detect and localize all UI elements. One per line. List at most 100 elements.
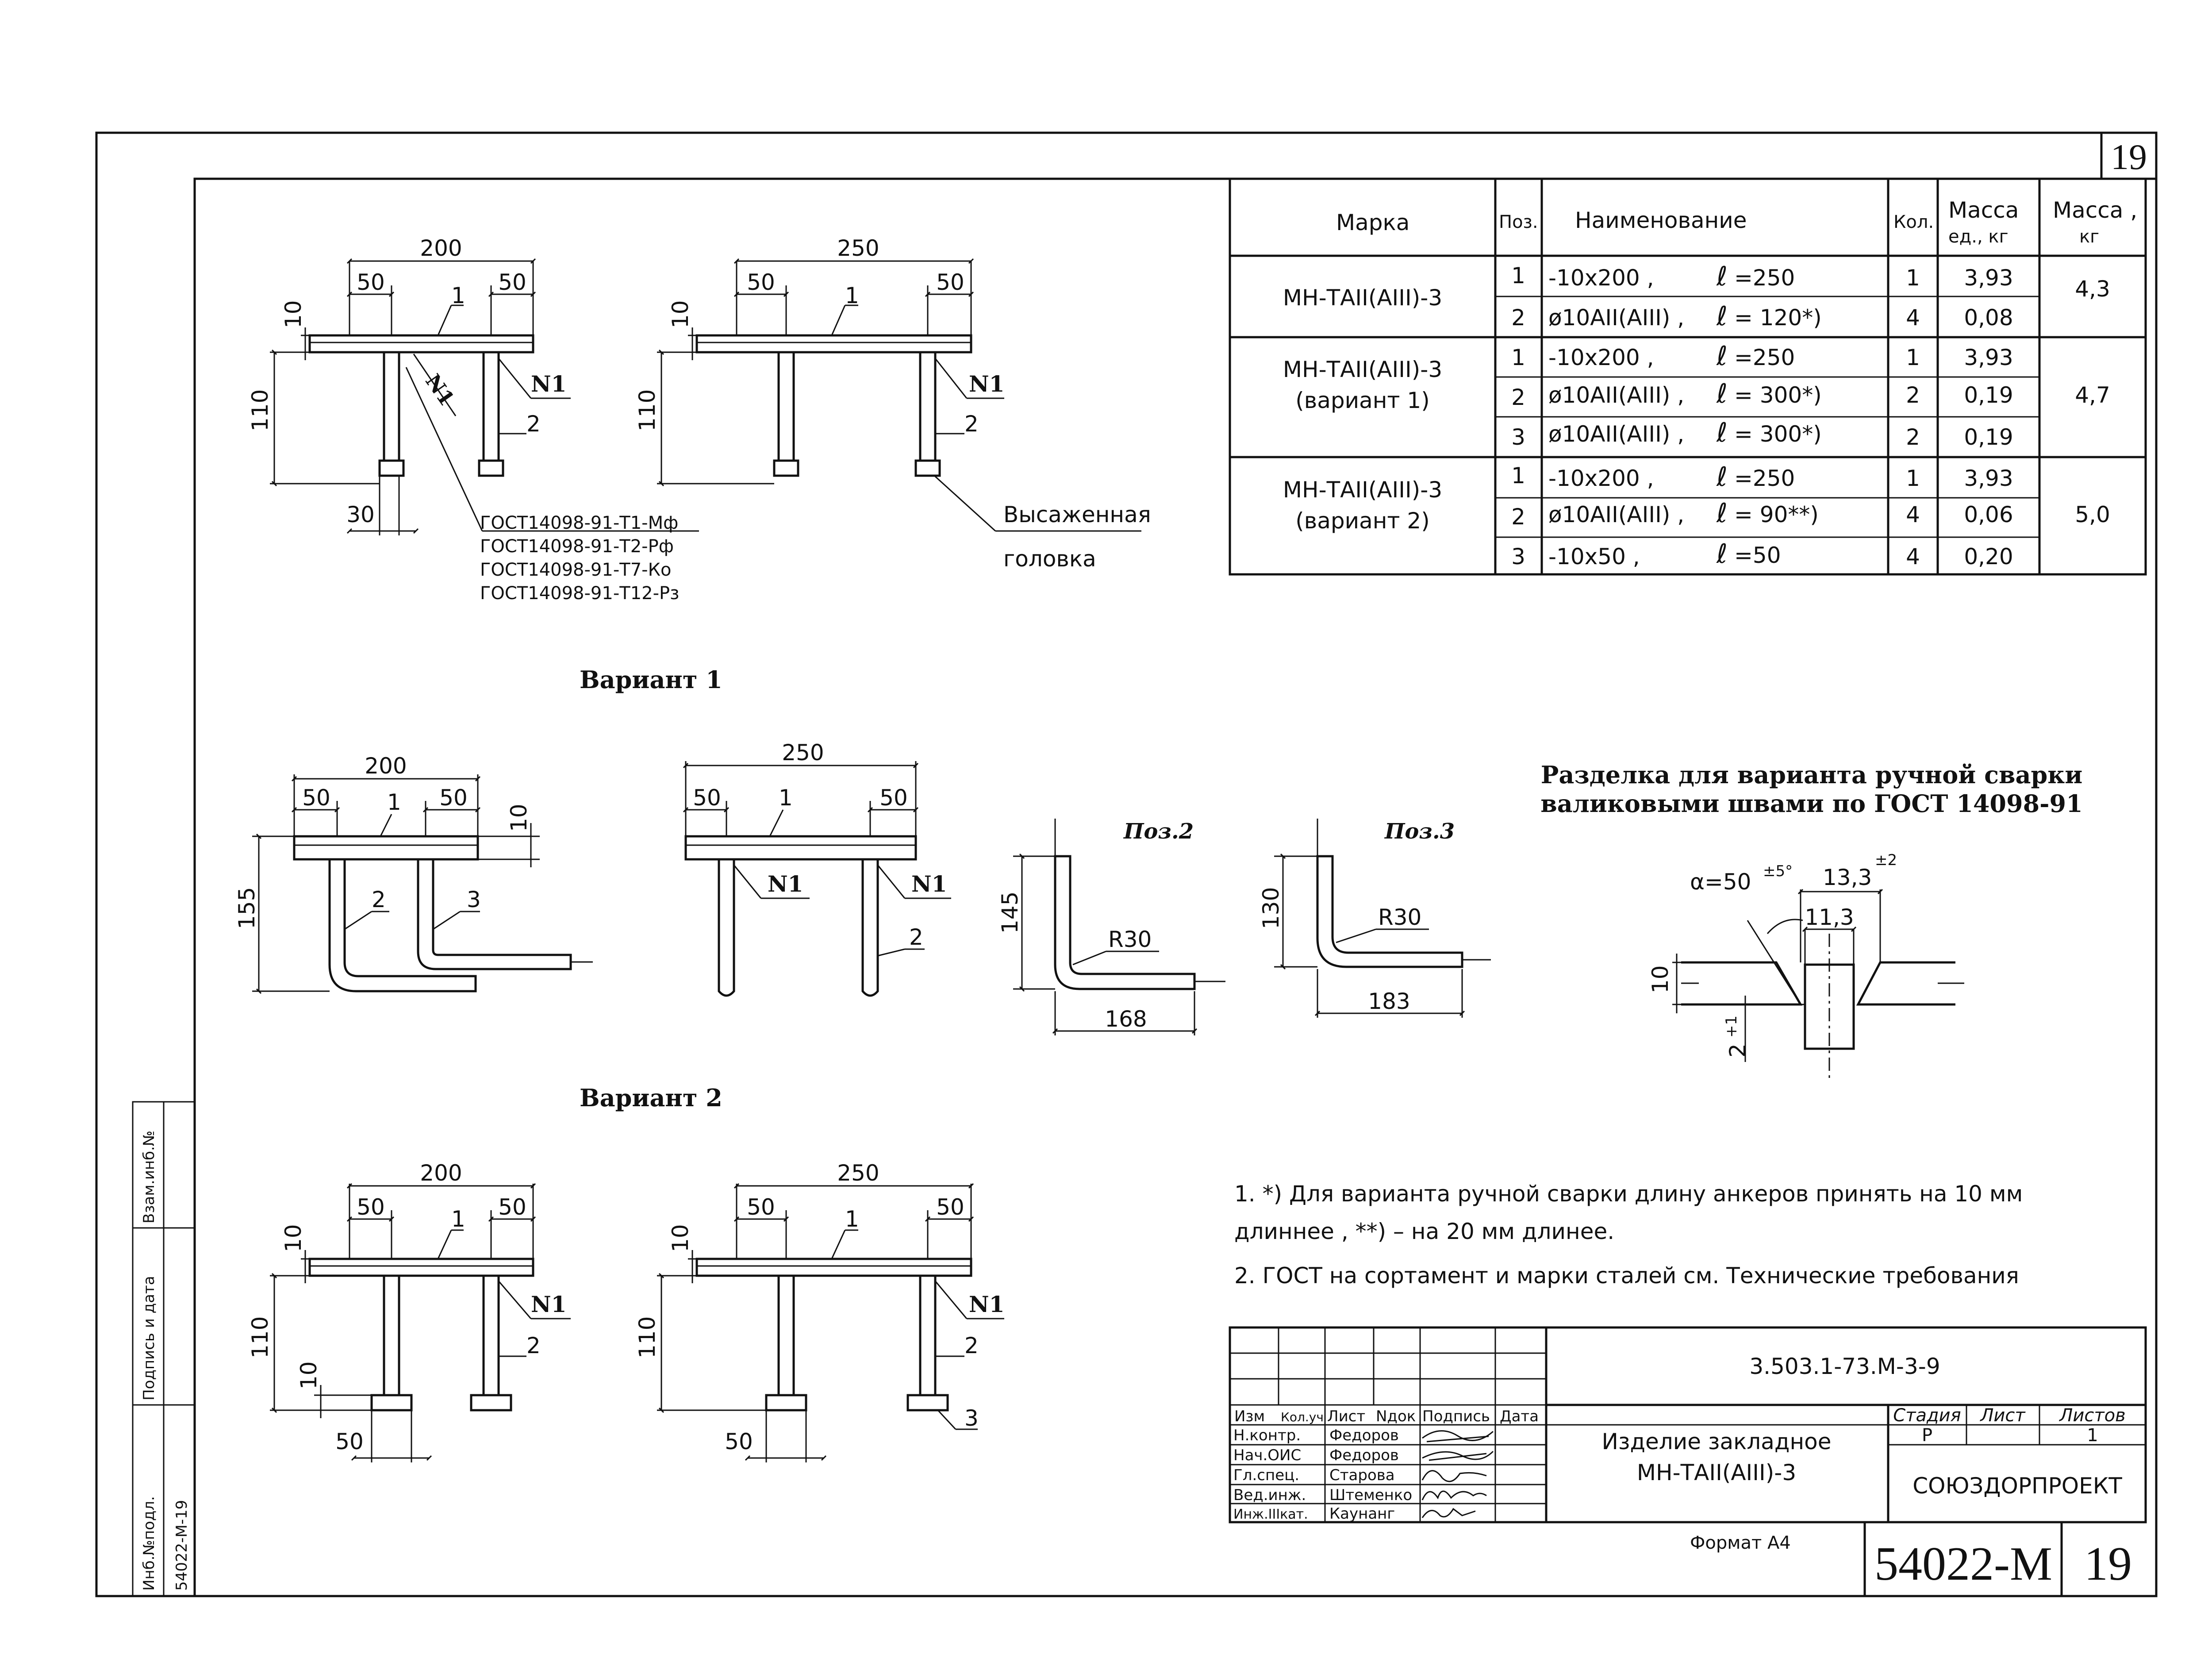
svg-text:0,20: 0,20 bbox=[1964, 544, 2013, 569]
group-mark: МН-ТАII(AIII)-3 bbox=[1283, 285, 1442, 311]
svg-text:N1: N1 bbox=[911, 871, 947, 897]
change-header: Кол.уч bbox=[1281, 1410, 1324, 1424]
sheet-code: 54022-М bbox=[1874, 1538, 2052, 1590]
svg-text:N1: N1 bbox=[969, 371, 1005, 397]
svg-text:=250: =250 bbox=[1734, 265, 1795, 291]
svg-text:±2: ±2 bbox=[1875, 851, 1897, 869]
svg-text:±5°: ±5° bbox=[1763, 862, 1793, 880]
svg-text:ø10AII(AIII) ,: ø10AII(AIII) , bbox=[1548, 502, 1684, 527]
gost-line: ГОСТ14098-91-Т12-Рз bbox=[480, 583, 679, 604]
svg-text:0,19: 0,19 bbox=[1964, 424, 2013, 450]
svg-text:145: 145 bbox=[997, 892, 1023, 934]
svg-text:3,93: 3,93 bbox=[1964, 466, 2013, 491]
svg-text:Вед.инж.: Вед.инж. bbox=[1233, 1486, 1306, 1504]
drawing-pos2: Поз.2 145 168 R30 bbox=[997, 819, 1225, 1035]
svg-text:2: 2 bbox=[909, 924, 923, 950]
person-row: Инж.IIIкат. Каунанг bbox=[1233, 1505, 1395, 1523]
item-code: МН-ТАII(AIII)-3 bbox=[1637, 1460, 1796, 1485]
svg-text:N1: N1 bbox=[421, 369, 459, 410]
gost-line: ГОСТ14098-91-Т1-Мф bbox=[480, 513, 678, 533]
table-row: 1 -10x200 , ℓ =250 1 3,93 bbox=[1511, 261, 2013, 292]
svg-text:1: 1 bbox=[779, 785, 793, 811]
svg-text:10: 10 bbox=[296, 1361, 322, 1389]
svg-text:200: 200 bbox=[365, 753, 407, 779]
svg-text:110: 110 bbox=[247, 389, 273, 431]
header-total-mass-2: кг bbox=[2079, 227, 2099, 247]
svg-text:50: 50 bbox=[498, 1194, 526, 1220]
svg-text:ℓ: ℓ bbox=[1716, 261, 1728, 292]
svg-text:2: 2 bbox=[964, 1333, 979, 1358]
svg-text:ℓ: ℓ bbox=[1716, 462, 1728, 492]
person-row: Вед.инж. Штеменко bbox=[1233, 1486, 1412, 1504]
svg-text:4: 4 bbox=[1906, 502, 1920, 527]
svg-text:N1: N1 bbox=[531, 371, 567, 397]
table-row: 2 ø10AII(AIII) , ℓ = 300*) 2 0,19 bbox=[1511, 378, 2013, 410]
pos2-heading: Поз.2 bbox=[1123, 819, 1194, 844]
svg-text:2: 2 bbox=[1511, 504, 1525, 530]
svg-text:50: 50 bbox=[498, 269, 526, 295]
svg-text:2: 2 bbox=[1906, 424, 1920, 450]
header-qty: Кол. bbox=[1893, 212, 1934, 232]
notes: 1. *) Для варианта ручной сварки длину а… bbox=[1234, 1181, 2023, 1289]
spec-table: Марка Поз. Наименование Кол. Масса ед., … bbox=[1229, 177, 2147, 576]
table-row: 2 ø10AII(AIII) , ℓ = 90**) 4 0,06 bbox=[1511, 498, 2013, 530]
bevel-title: Разделка для варианта ручной сварки bbox=[1541, 761, 2083, 789]
svg-text:ℓ: ℓ bbox=[1716, 378, 1728, 409]
table-row: 1 -10x200 , ℓ =250 1 3,93 bbox=[1511, 341, 2013, 372]
change-header: Подпись bbox=[1422, 1408, 1490, 1425]
note-line: длиннее , **) – на 20 мм длинее. bbox=[1234, 1219, 1614, 1244]
svg-text:R30: R30 bbox=[1378, 904, 1421, 930]
upset-head-label: головка bbox=[1003, 546, 1096, 572]
sheet-number-bottom: 19 bbox=[2084, 1538, 2132, 1590]
svg-text:1: 1 bbox=[387, 789, 401, 815]
svg-text:200: 200 bbox=[420, 235, 462, 261]
svg-text:50: 50 bbox=[357, 1194, 385, 1220]
svg-text:=50: =50 bbox=[1734, 542, 1781, 568]
svg-text:13,3: 13,3 bbox=[1823, 865, 1872, 890]
svg-text:0,08: 0,08 bbox=[1964, 305, 2013, 331]
side-stamp: Инб.№подл. Подпись и дата Взам.инб.№ 540… bbox=[132, 1101, 196, 1597]
svg-text:50: 50 bbox=[936, 269, 964, 295]
svg-text:2: 2 bbox=[1511, 305, 1525, 331]
gost-line: ГОСТ14098-91-Т2-Рф bbox=[480, 536, 674, 557]
note-line: 2. ГОСТ на сортамент и марки сталей см. … bbox=[1234, 1263, 2019, 1289]
svg-text:-10x200 ,: -10x200 , bbox=[1548, 265, 1654, 291]
svg-text:1: 1 bbox=[1511, 463, 1525, 489]
upset-head-label: Высаженная bbox=[1003, 502, 1151, 527]
svg-text:=250: =250 bbox=[1734, 466, 1795, 491]
svg-text:50: 50 bbox=[747, 269, 775, 295]
pos3-heading: Поз.3 bbox=[1384, 819, 1455, 844]
table-row: 1 -10x200 , ℓ =250 1 3,93 bbox=[1511, 462, 2013, 492]
organization: СОЮЗДОРПРОЕКТ bbox=[1912, 1473, 2122, 1499]
svg-text:ø10AII(AIII) ,: ø10AII(AIII) , bbox=[1548, 382, 1684, 408]
drawing-base-200: 200 50 50 10 110 30 1 N1 N1 2 ГОСТ1 bbox=[247, 235, 699, 604]
svg-text:168: 168 bbox=[1105, 1006, 1147, 1032]
svg-text:-10x50 ,: -10x50 , bbox=[1548, 544, 1640, 569]
svg-text:110: 110 bbox=[634, 389, 660, 431]
change-header: Nдок bbox=[1376, 1408, 1416, 1425]
side-stamp-replace-label: Взам.инб.№ bbox=[140, 1131, 158, 1223]
svg-text:N1: N1 bbox=[969, 1291, 1005, 1317]
person-row: Нач.ОИС Федоров bbox=[1233, 1447, 1399, 1464]
format-label: Формат А4 bbox=[1690, 1533, 1791, 1553]
svg-text:N1: N1 bbox=[531, 1291, 567, 1317]
drawing-variant1-200: 200 50 50 10 155 1 2 3 bbox=[234, 753, 593, 991]
svg-text:1: 1 bbox=[1906, 345, 1920, 370]
svg-text:50: 50 bbox=[725, 1429, 753, 1454]
svg-text:4: 4 bbox=[1906, 305, 1920, 331]
drawing-variant2-200: 200 50 50 10 110 10 50 1 N1 2 bbox=[247, 1160, 571, 1462]
side-stamp-sign-label: Подпись и дата bbox=[140, 1276, 158, 1400]
person-row: Гл.спец. Старова bbox=[1233, 1466, 1395, 1484]
svg-text:-10x200 ,: -10x200 , bbox=[1548, 466, 1654, 491]
header-mark: Марка bbox=[1336, 210, 1409, 235]
svg-text:α=50: α=50 bbox=[1690, 869, 1751, 895]
svg-text:Штеменко: Штеменко bbox=[1329, 1486, 1412, 1504]
svg-text:250: 250 bbox=[782, 740, 824, 766]
svg-text:110: 110 bbox=[634, 1316, 660, 1358]
spec-group-1: МН-ТАII(AIII)-3 4,3 1 -10x200 , ℓ =250 1… bbox=[1283, 261, 2110, 332]
svg-text:30: 30 bbox=[346, 502, 375, 527]
header-unit-mass-1: Масса bbox=[1948, 197, 2019, 223]
svg-text:1: 1 bbox=[1511, 345, 1525, 370]
svg-text:R30: R30 bbox=[1108, 927, 1152, 952]
drawing-pos3: Поз.3 130 183 R30 bbox=[1258, 819, 1491, 1018]
